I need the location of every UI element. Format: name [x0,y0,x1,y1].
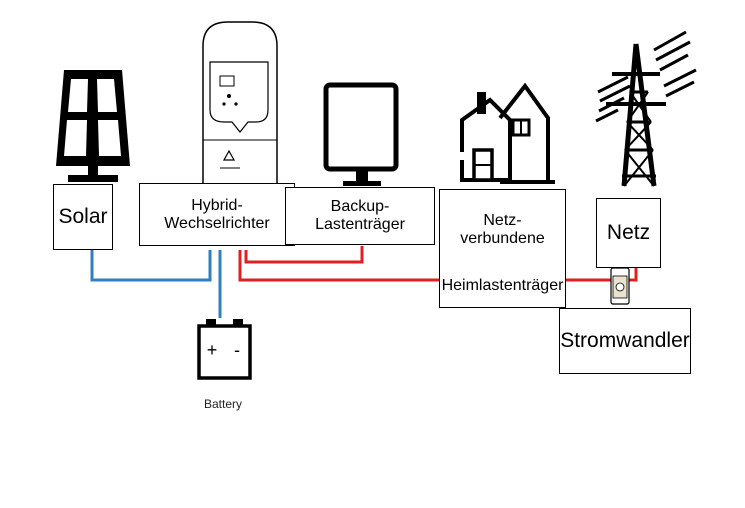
inverter-label: Hybrid-Wechselrichter [164,196,270,232]
backup-load-label: Backup-Lastenträger [315,198,405,233]
grid-load-label-line1: Netz-verbundene [460,212,545,247]
inverter-label-box: Hybrid-Wechselrichter [139,183,295,246]
battery-minus-text: - [234,340,240,360]
backup-load-label-box: Backup-Lastenträger [285,187,435,245]
backup-ac-wire [244,246,364,264]
battery-plus-text: + [207,340,218,360]
battery-label: Battery [204,397,242,411]
inverter-icon [202,21,278,185]
pylon-icon [595,30,697,187]
grid-label-box: Netz [596,198,661,268]
ct-label-box: Stromwandler [559,308,691,374]
solar-label: Solar [58,205,108,228]
grid-label: Netz [606,221,651,244]
solar-panel-icon [56,70,130,182]
grid-ac-wire [238,250,638,282]
dc-wires [90,248,222,318]
solar-label-box: Solar [53,184,113,250]
monitor-icon [323,82,399,186]
ac-wires [238,246,638,282]
ct-clamp-icon [610,267,630,305]
grid-load-label-line2: Heimlastenträger [441,277,564,294]
solar-dc-wire [90,248,212,282]
houses-icon [460,82,555,184]
grid-load-label-box: Netz-verbundene Heimlastenträger [439,189,566,308]
battery-icon: + - [197,319,252,380]
ct-label: Stromwandler [560,329,690,352]
